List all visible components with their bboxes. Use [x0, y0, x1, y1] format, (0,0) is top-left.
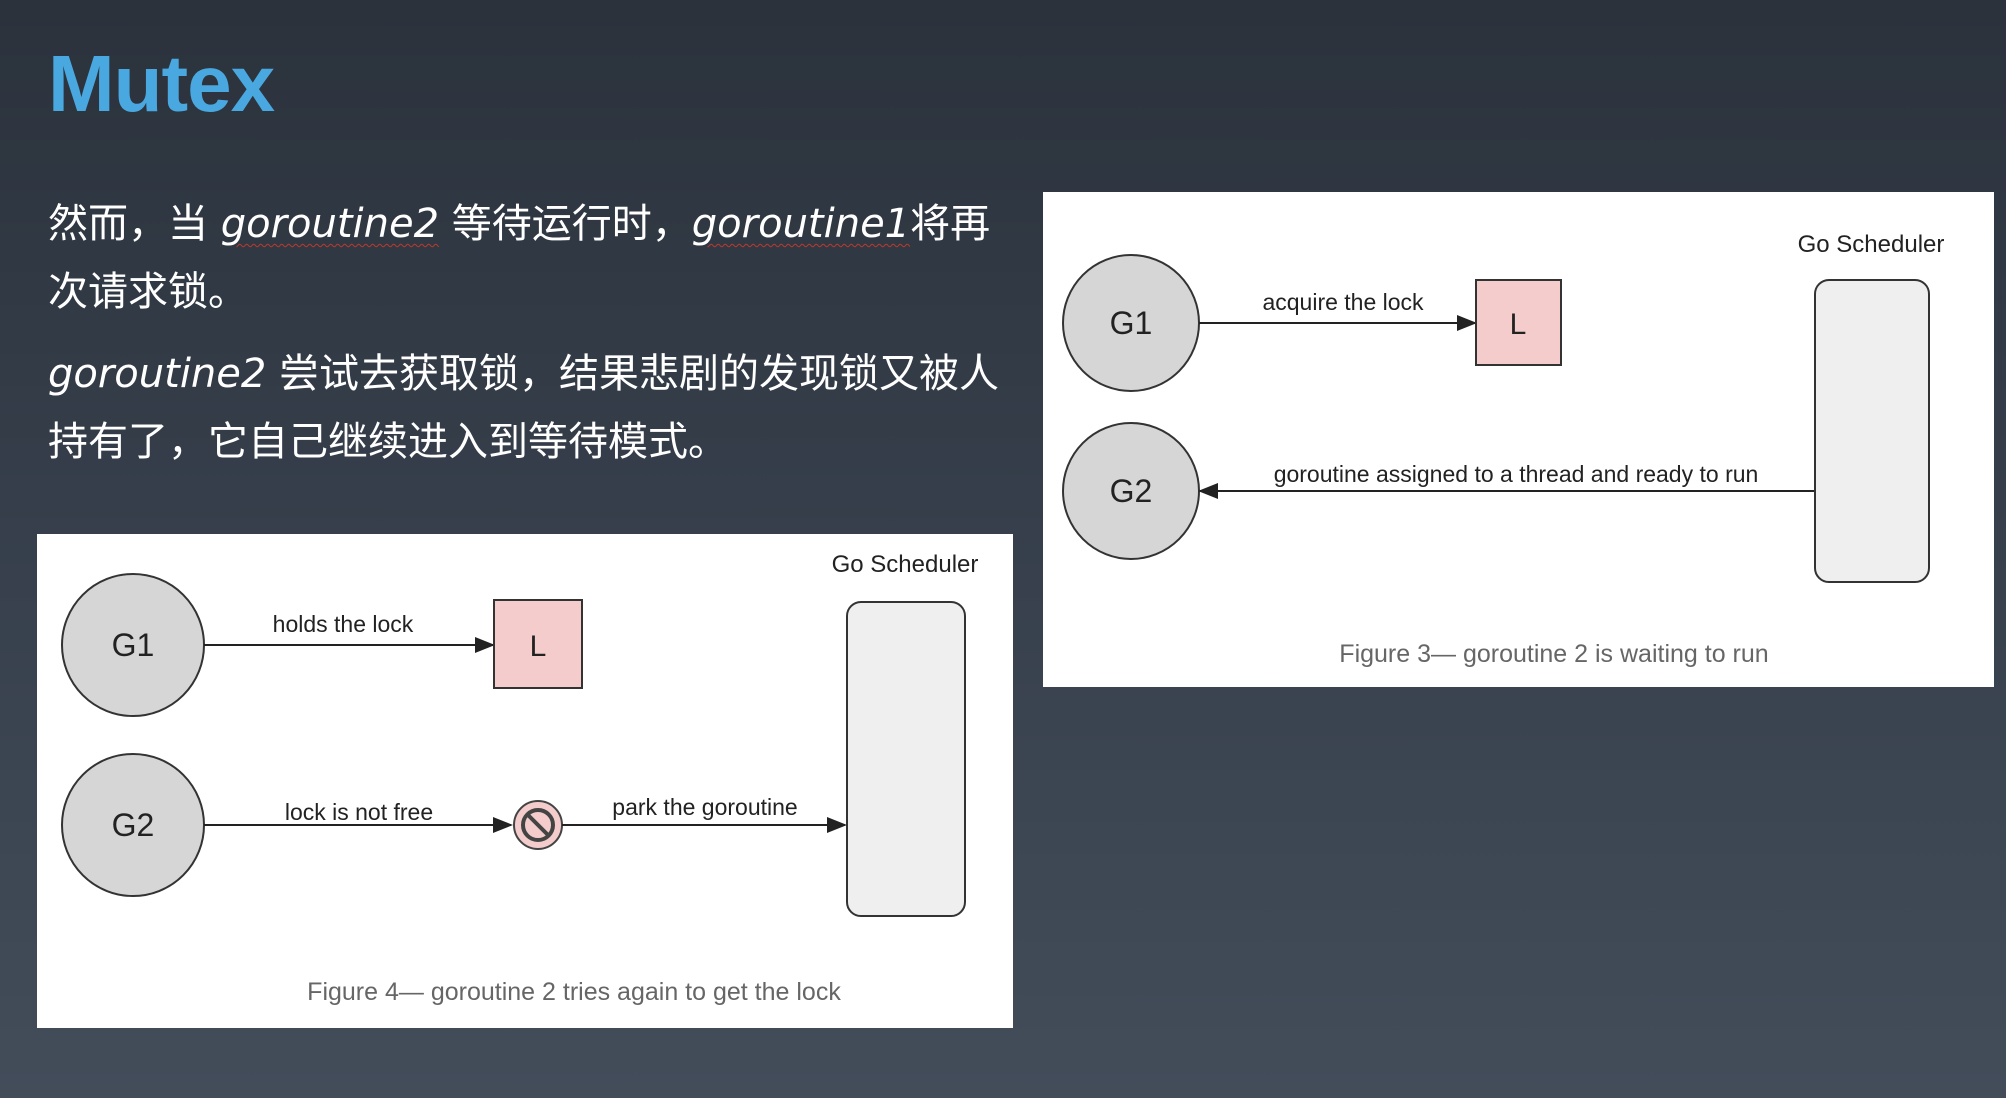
figure-4-panel: Go Scheduler G1 holds the lock L G2 lock…	[37, 534, 1013, 1028]
fig3-caption: Figure 3— goroutine 2 is waiting to run	[1339, 640, 1768, 668]
fig3-g1-label: G1	[1110, 305, 1153, 341]
para1-goroutine1: goroutine1	[691, 201, 911, 247]
figure-4-diagram: Go Scheduler G1 holds the lock L G2 lock…	[61, 551, 979, 1006]
fig4-lock-label: L	[530, 630, 547, 663]
para1-text-3: 将再次请求锁。	[48, 201, 991, 315]
paragraph-2: goroutine2 尝试去获取锁，结果悲剧的发现锁又被人持有了，它自己继续进入…	[48, 340, 1008, 476]
fig4-scheduler-label: Go Scheduler	[832, 551, 979, 578]
figure-3-panel: Go Scheduler G1 acquire the lock L G2 go…	[1043, 192, 1994, 687]
fig4-caption: Figure 4— goroutine 2 tries again to get…	[307, 978, 841, 1006]
para2-goroutine2: goroutine2	[48, 351, 267, 397]
fig4-g2-label: G2	[112, 807, 155, 843]
fig4-g1-label: G1	[112, 627, 155, 663]
paragraph-1: 然而，当 goroutine2 等待运行时，goroutine1将再次请求锁。	[48, 190, 1008, 326]
para1-text-2: 等待运行时，	[439, 201, 692, 247]
fig4-lock-box	[493, 599, 583, 689]
fig3-assigned-label: goroutine assigned to a thread and ready…	[1274, 461, 1759, 487]
fig3-scheduler-label: Go Scheduler	[1798, 231, 1945, 258]
fig3-lock-label: L	[1510, 308, 1527, 341]
fig3-g2-label: G2	[1110, 473, 1153, 509]
fig3-scheduler-box	[1814, 279, 1930, 583]
fig4-not-free-label: lock is not free	[285, 799, 433, 825]
figure-3-diagram: Go Scheduler G1 acquire the lock L G2 go…	[1062, 231, 1945, 668]
fig4-scheduler-box	[846, 601, 966, 917]
fig3-acquire-label: acquire the lock	[1262, 289, 1424, 315]
para1-goroutine2: goroutine2	[220, 201, 440, 247]
fig4-holds-label: holds the lock	[273, 611, 414, 637]
para1-text-1: 然而，当	[48, 201, 221, 247]
fig4-park-label: park the goroutine	[612, 794, 797, 820]
para2-text: 尝试去获取锁，结果悲剧的发现锁又被人持有了，它自己继续进入到等待模式。	[48, 351, 1000, 465]
no-entry-icon	[513, 800, 563, 850]
slide-title: Mutex	[48, 39, 275, 128]
fig3-lock-box	[1475, 279, 1562, 366]
